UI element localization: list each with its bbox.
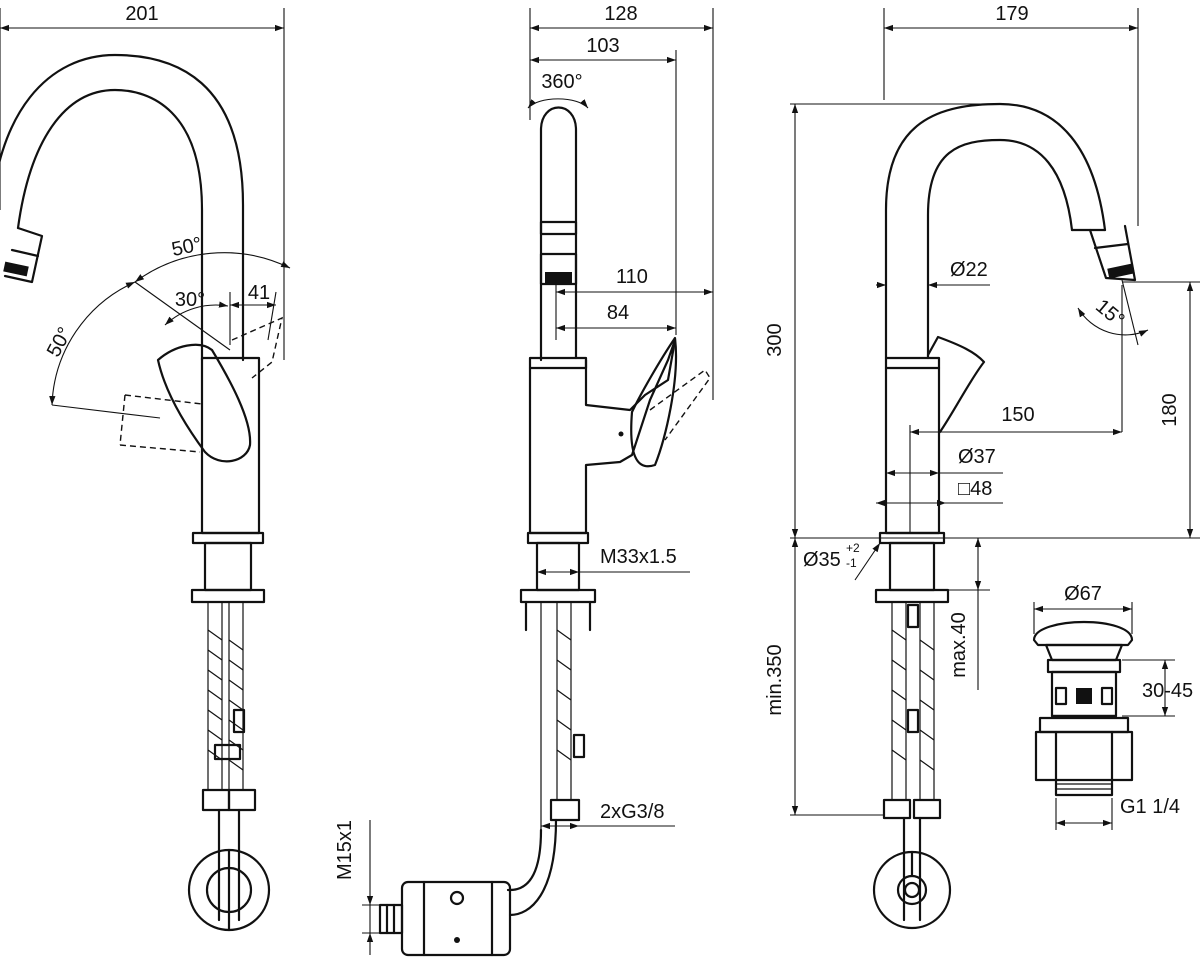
- front-view: 201 50° 50° 30° 41: [0, 3, 291, 932]
- dim-spout-103: 103: [586, 35, 619, 57]
- dim-lever-throw-110: 110: [616, 266, 648, 288]
- side-view: 128 103 360° 110 84 M33x1.5 2xG3/8 M15x1: [334, 3, 714, 957]
- dim-height-300: 300: [764, 323, 786, 356]
- dim-swivel-left: 50°: [43, 324, 77, 361]
- dim-swivel-right: 50°: [170, 233, 204, 261]
- front-hoses: [201, 602, 257, 922]
- dim-lever-angle: 30°: [175, 289, 205, 311]
- dim-lever-reach-84: 84: [607, 302, 629, 324]
- waste-view: Ø67 30-45 G1 1/4: [1032, 583, 1193, 830]
- dim-hole-tol-minus: -1: [846, 556, 857, 570]
- profile-view: 179 300 Ø22 15° 180 150 Ø37 □48 Ø35 +2 -…: [764, 3, 1200, 930]
- dim-hole-tol-plus: +2: [846, 541, 860, 555]
- dim-lever-width: 41: [248, 282, 270, 304]
- dim-width-179: 179: [995, 3, 1028, 25]
- profile-hoses: [882, 602, 942, 922]
- dim-waste-thread: G1 1/4: [1120, 796, 1180, 818]
- dim-valve-thread: M15x1: [334, 820, 356, 880]
- dim-cap-diameter: Ø67: [1064, 583, 1102, 605]
- dim-deck-max: max.40: [948, 612, 970, 678]
- dim-range-30-45: 30-45: [1142, 680, 1193, 702]
- dim-depth-128: 128: [604, 3, 637, 25]
- dim-body-diameter: Ø37: [958, 446, 996, 468]
- dim-width-201: 201: [125, 3, 158, 25]
- dim-base-square: □48: [958, 478, 992, 500]
- dim-spout-diameter: Ø22: [950, 259, 988, 281]
- dim-rotation-360: 360°: [541, 71, 582, 93]
- dim-outlet-height: 180: [1159, 393, 1181, 426]
- side-hoses: [506, 602, 586, 917]
- dim-spout-tilt: 15°: [1091, 295, 1128, 331]
- dim-under-min: min.350: [764, 644, 786, 715]
- dim-thread-m33: M33x1.5: [600, 546, 677, 568]
- dim-projection-150: 150: [1001, 404, 1034, 426]
- dim-hole-diameter: Ø35: [803, 549, 841, 571]
- dim-connectors-g38: 2xG3/8: [600, 801, 664, 823]
